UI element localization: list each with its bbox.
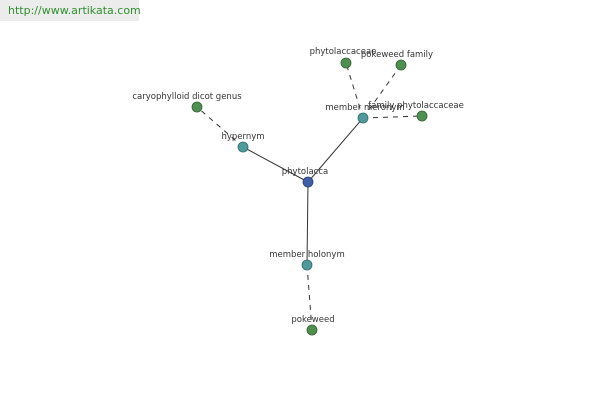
- label-pokeweed: pokeweed: [291, 315, 334, 325]
- node-hypernym[interactable]: [237, 141, 249, 153]
- node-caryophylloid[interactable]: [191, 101, 203, 113]
- edge-meronym-family-phytolaccaceae: [362, 115, 423, 119]
- edge-meronym-pokeweed-family: [362, 64, 402, 119]
- edge-center-member-holonym: [306, 181, 309, 266]
- node-member-meronym[interactable]: [357, 112, 369, 124]
- edge-center-member-meronym: [307, 117, 364, 183]
- label-member-meronym: member meronym: [325, 103, 404, 113]
- label-pokeweed-family: pokeweed family: [361, 50, 433, 60]
- label-caryophylloid: caryophylloid dicot genus: [132, 92, 242, 102]
- node-pokeweed-family[interactable]: [395, 59, 407, 71]
- site-link[interactable]: http://www.artikata.com: [0, 0, 141, 21]
- edge-hypernym-caryophylloid: [196, 106, 244, 148]
- node-center[interactable]: [302, 176, 314, 188]
- node-pokeweed[interactable]: [306, 324, 318, 336]
- node-family-phytolaccaceae[interactable]: [416, 110, 428, 122]
- label-hypernym: hypernym: [221, 132, 264, 142]
- label-center: phytolacca: [282, 167, 328, 177]
- edge-holonym-pokeweed: [306, 264, 313, 331]
- node-phytolaccaceae[interactable]: [340, 57, 352, 69]
- label-phytolaccaceae: phytolaccaceae: [310, 47, 377, 57]
- label-family-phytolaccaceae: family phytolaccaceae: [368, 101, 464, 111]
- node-member-holonym[interactable]: [301, 259, 313, 271]
- label-member-holonym: member holonym: [269, 250, 344, 260]
- edge-center-hypernym: [242, 146, 309, 183]
